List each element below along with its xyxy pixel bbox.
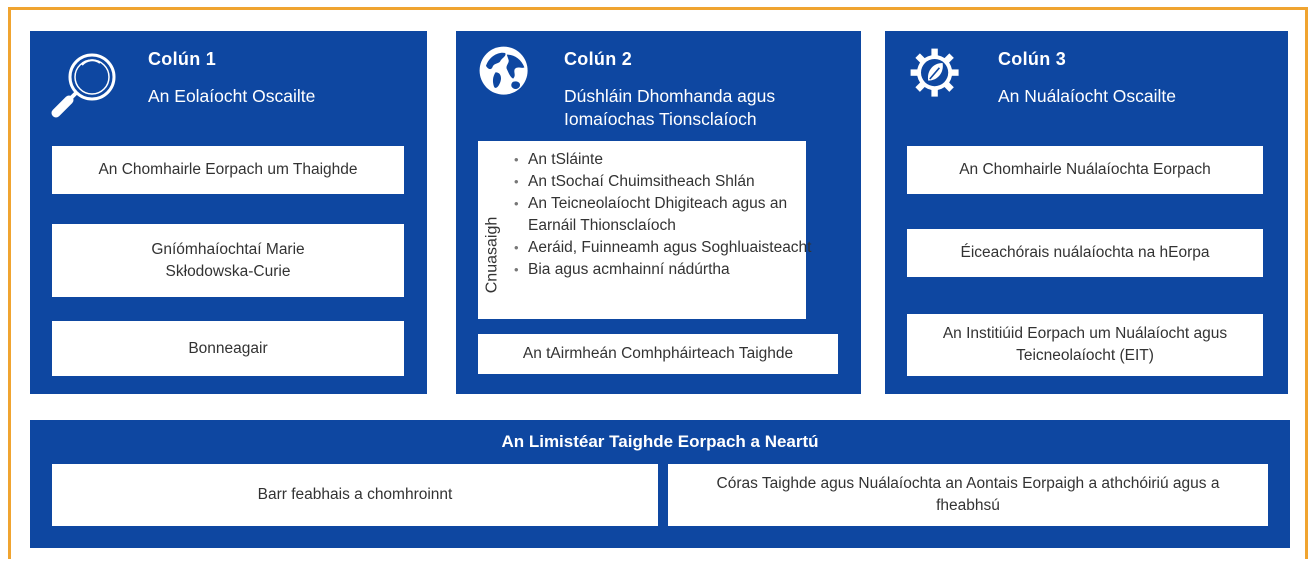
- cluster-item: An tSochaí Chuimsitheach Shlán: [514, 171, 814, 193]
- outer-frame: [8, 7, 1308, 559]
- clusters-label-text: Cnuasaigh: [483, 216, 500, 294]
- gear-leaf-icon: [910, 48, 959, 97]
- pillar-1-box-3: Bonneagair: [52, 321, 404, 376]
- pillar-1-panel: Colún 1 An Eolaíocht Oscailte An Chomhai…: [30, 31, 427, 394]
- pillar-3-title: An Nuálaíocht Oscailte: [998, 86, 1177, 106]
- pillar-3-panel: Colún 3 An Nuálaíocht Oscailte An Chomha…: [885, 31, 1288, 394]
- bottom-panel: An Limistéar Taighde Eorpach a Neartú Ba…: [30, 420, 1290, 548]
- cluster-item: An Teicneolaíocht Dhigiteach agus an Ear…: [514, 193, 814, 237]
- pillar-2-panel: Colún 2 Dúshláin Dhomhanda agus Iomaíoch…: [456, 31, 861, 394]
- pillar-2-bottom-box: An tAirmheán Comhpháirteach Taighde: [478, 334, 838, 374]
- clusters-label: Cnuasaigh: [481, 191, 503, 319]
- pillar-2-number: Colún 2: [564, 49, 633, 69]
- bottom-box-2: Córas Taighde agus Nuálaíochta an Aontai…: [668, 464, 1268, 526]
- pillar-1-box-2: Gníómhaíochtaí Marie Skłodowska-Curie: [52, 224, 404, 297]
- magnifier-icon: [51, 53, 116, 118]
- pillar-3-box-1: An Chomhairle Nuálaíochta Eorpach: [907, 146, 1263, 194]
- pillar-2-title-line-2: Iomaíochas Tionsclaíoch: [564, 109, 757, 129]
- pillar-3-number: Colún 3: [998, 49, 1067, 69]
- bottom-box-1: Barr feabhais a chomhroinnt: [52, 464, 658, 526]
- pillar-3-box-2: Éiceachórais nuálaíochta na hEorpa: [907, 229, 1263, 277]
- cluster-list: An tSláinte An tSochaí Chuimsitheach Shl…: [514, 149, 814, 281]
- pillar-3-header: Colún 3 An Nuálaíocht Oscailte: [885, 31, 1288, 141]
- cluster-item: An tSláinte: [514, 149, 814, 171]
- clusters-box: Cnuasaigh An tSláinte An tSochaí Chuimsi…: [478, 141, 812, 319]
- pillar-1-header: Colún 1 An Eolaíocht Oscailte: [30, 31, 427, 141]
- pillar-1-number: Colún 1: [148, 49, 217, 69]
- pillar-2-title: Dúshláin Dhomhanda agus Iomaíochas Tions…: [564, 85, 775, 131]
- pillar-2-title-line-1: Dúshláin Dhomhanda agus: [564, 86, 776, 106]
- cluster-item: Aeráid, Fuinneamh agus Soghluaisteacht: [514, 237, 814, 259]
- pillar-2-header: Colún 2 Dúshláin Dhomhanda agus Iomaíoch…: [456, 31, 861, 141]
- globe-icon: [479, 46, 528, 95]
- bottom-title: An Limistéar Taighde Eorpach a Neartú: [501, 432, 819, 451]
- cluster-item: Bia agus acmhainní nádúrtha: [514, 259, 814, 281]
- pillar-1-box-1: An Chomhairle Eorpach um Thaighde: [52, 146, 404, 194]
- pillar-1-title: An Eolaíocht Oscailte: [148, 86, 316, 106]
- pillar-3-box-3: An Institiúid Eorpach um Nuálaíocht agus…: [907, 314, 1263, 376]
